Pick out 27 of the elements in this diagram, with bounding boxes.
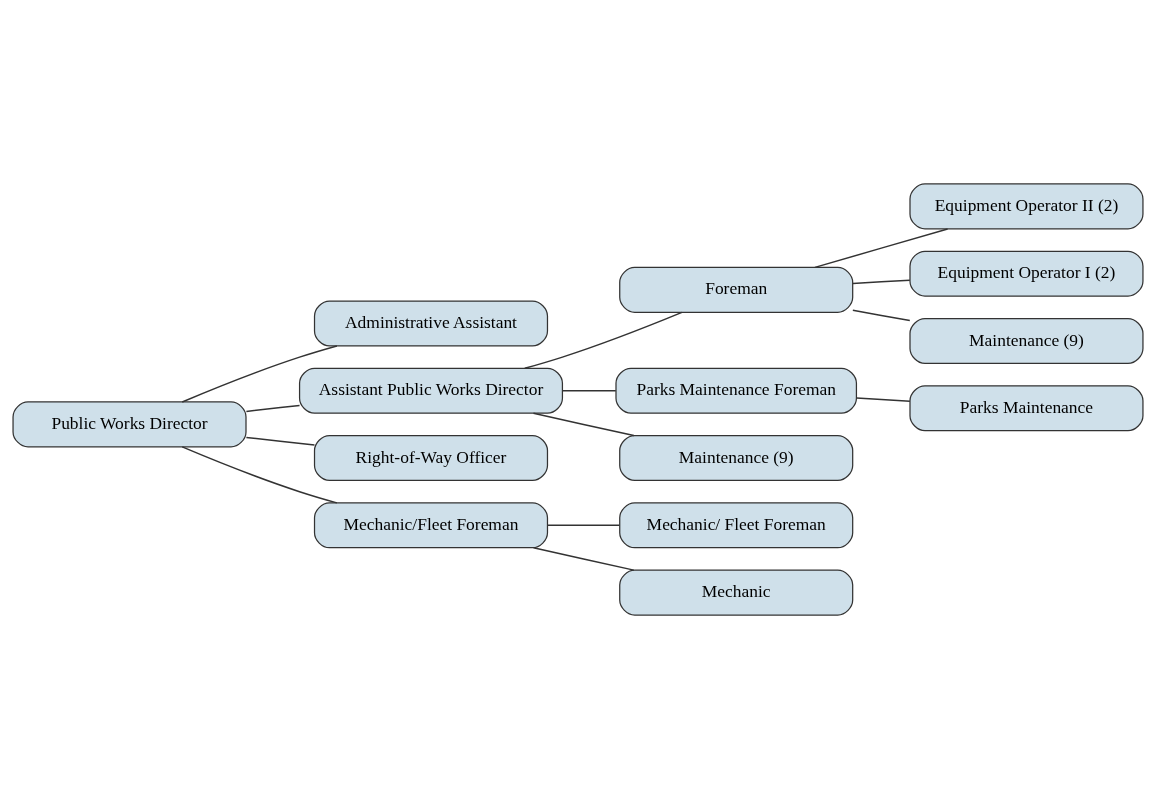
connector xyxy=(532,547,635,571)
connector xyxy=(814,228,949,269)
connector xyxy=(245,404,301,413)
node-box: Maintenance (9) xyxy=(619,435,854,482)
node-box: Right-of-Way Officer xyxy=(313,435,549,482)
node-box: Administrative Assistant xyxy=(313,300,549,347)
connector xyxy=(855,397,911,402)
connector xyxy=(245,436,316,446)
connector xyxy=(852,309,911,322)
node-box: Assistant Public Works Director xyxy=(298,367,564,414)
node-box: Maintenance (9) xyxy=(909,317,1144,364)
node-box: Equipment Operator I (2) xyxy=(909,250,1144,297)
node-box: Mechanic xyxy=(619,569,854,616)
node-box: Equipment Operator II (2) xyxy=(909,183,1144,230)
connector xyxy=(852,279,911,285)
node-box: Mechanic/Fleet Foreman xyxy=(313,502,549,549)
connector xyxy=(562,390,617,392)
node-box: Parks Maintenance Foreman xyxy=(615,367,858,414)
node-box: Public Works Director xyxy=(12,401,247,448)
connector xyxy=(181,345,338,403)
connector xyxy=(181,446,338,504)
node-box: Parks Maintenance xyxy=(909,385,1144,432)
connector xyxy=(532,412,635,437)
connector xyxy=(524,311,683,370)
node-box: Mechanic/ Fleet Foreman xyxy=(619,502,854,549)
node-box: Foreman xyxy=(619,266,854,313)
connector xyxy=(546,524,621,527)
